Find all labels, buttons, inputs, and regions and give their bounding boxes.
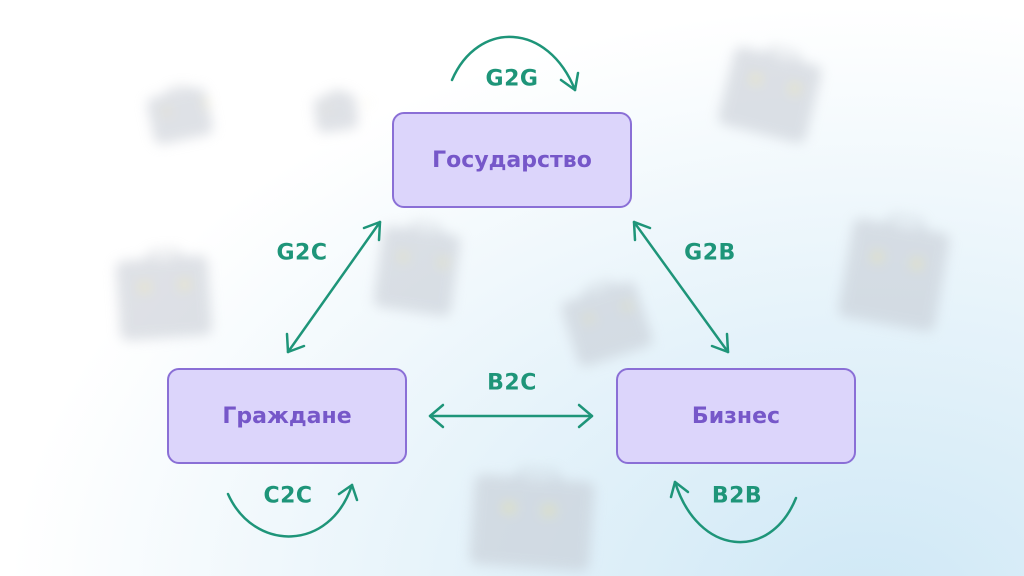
b2c-arrowhead-right [577,403,594,429]
c2c-arrow [226,483,354,538]
b2c-arrowhead-left [428,403,445,429]
g2b-arrowhead-bottom [710,332,730,354]
label-g2c: G2C [276,240,328,266]
g2c-arrowhead-top [362,220,382,242]
g2g-arrowhead [559,71,580,92]
g2b-arrow [632,220,730,354]
label-c2c: C2C [263,483,313,509]
g2g-arrow [450,35,577,92]
g2b-arrowhead-top [632,220,652,242]
b2b-arrowhead [669,480,690,499]
c2c-arrowhead [337,483,359,502]
label-g2b: G2B [684,240,736,266]
b2b-arrow [673,480,798,544]
node-citizens: Граждане [167,368,407,464]
g2c-arrow [286,220,382,354]
label-g2g: G2G [485,66,539,92]
label-b2c: B2C [487,370,537,396]
g2c-arrowhead-bottom [285,332,306,354]
node-government: Государство [392,112,632,208]
label-b2b: B2B [711,483,763,509]
node-business: Бизнес [616,368,856,464]
